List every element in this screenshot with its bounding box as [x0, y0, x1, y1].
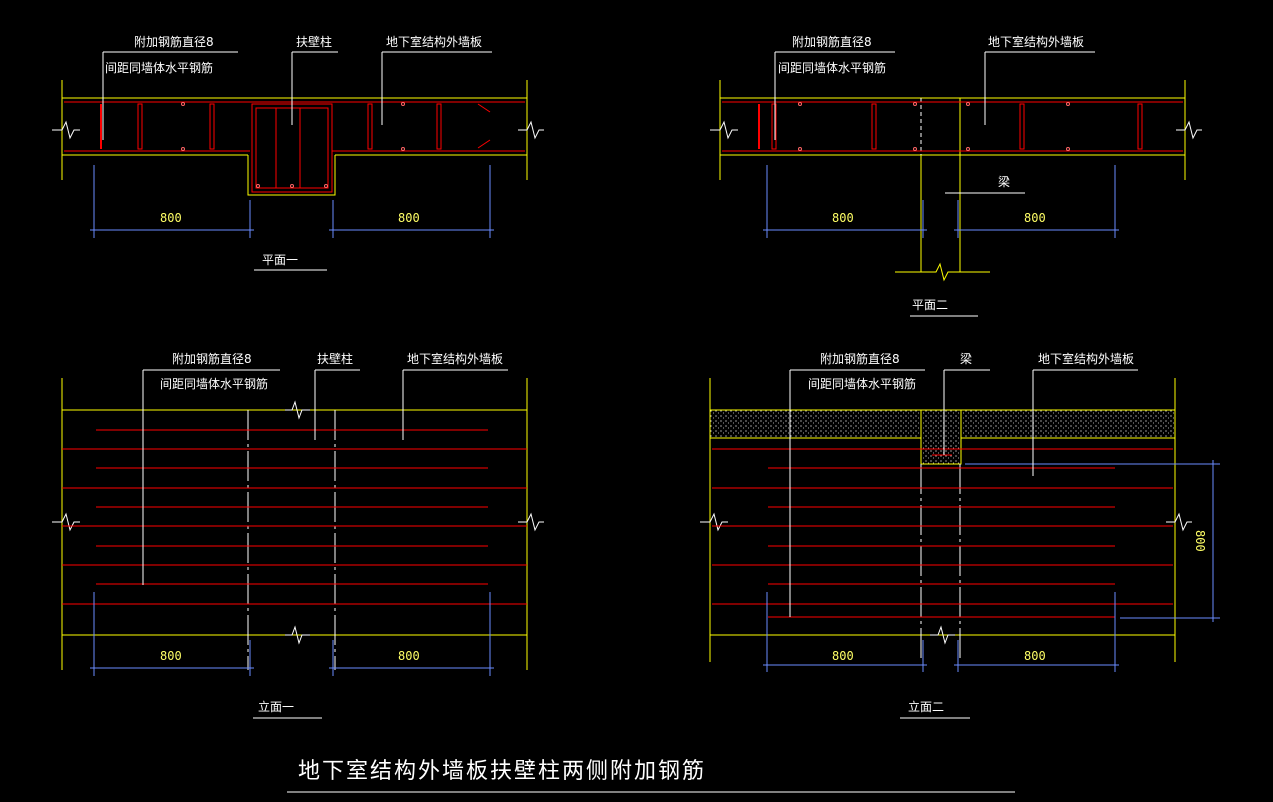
plan1-rebar-note1: 附加钢筋直径8	[134, 34, 214, 49]
plan2-dim-right: 800	[1024, 211, 1046, 225]
drawing-title: 地下室结构外墙板扶壁柱两侧附加钢筋	[298, 759, 706, 784]
elev1-wall-label: 地下室结构外墙板	[407, 351, 503, 366]
elevation-two	[700, 369, 1220, 719]
plan2-dim-left: 800	[832, 211, 854, 225]
plan-one	[52, 51, 544, 271]
elev2-dim-left: 800	[832, 649, 854, 663]
plan1-buttress-label: 扶壁柱	[296, 34, 332, 49]
plan2-rebar-note2: 间距同墙体水平钢筋	[778, 60, 886, 75]
plan1-dim-left: 800	[160, 211, 182, 225]
elev2-wall-label: 地下室结构外墙板	[1038, 351, 1134, 366]
plan1-dim-right: 800	[398, 211, 420, 225]
elev1-rebar-note2: 间距同墙体水平钢筋	[160, 376, 268, 391]
elev1-dim-left: 800	[160, 649, 182, 663]
elev1-dim-right: 800	[398, 649, 420, 663]
elev2-dim-vertical: 800	[1193, 530, 1207, 552]
plan-two	[710, 51, 1202, 317]
elev2-rebar-note2: 间距同墙体水平钢筋	[808, 376, 916, 391]
plan1-wall-label: 地下室结构外墙板	[386, 34, 482, 49]
elevation-one	[52, 369, 544, 719]
elev2-rebar-note1: 附加钢筋直径8	[820, 351, 900, 366]
plan1-view-label: 平面一	[262, 253, 298, 267]
plan1-rebar-note2: 间距同墙体水平钢筋	[105, 60, 213, 75]
elev2-beam-label: 梁	[960, 351, 972, 366]
elev1-rebar-note1: 附加钢筋直径8	[172, 351, 252, 366]
elev1-view-label: 立面一	[258, 699, 294, 714]
elev2-dim-right: 800	[1024, 649, 1046, 663]
plan2-wall-label: 地下室结构外墙板	[988, 34, 1084, 49]
plan2-beam-label: 梁	[998, 174, 1010, 189]
plan2-view-label: 平面二	[912, 298, 948, 312]
plan2-rebar-note1: 附加钢筋直径8	[792, 34, 872, 49]
elev2-view-label: 立面二	[908, 699, 944, 714]
elev1-buttress-label: 扶壁柱	[317, 351, 353, 366]
